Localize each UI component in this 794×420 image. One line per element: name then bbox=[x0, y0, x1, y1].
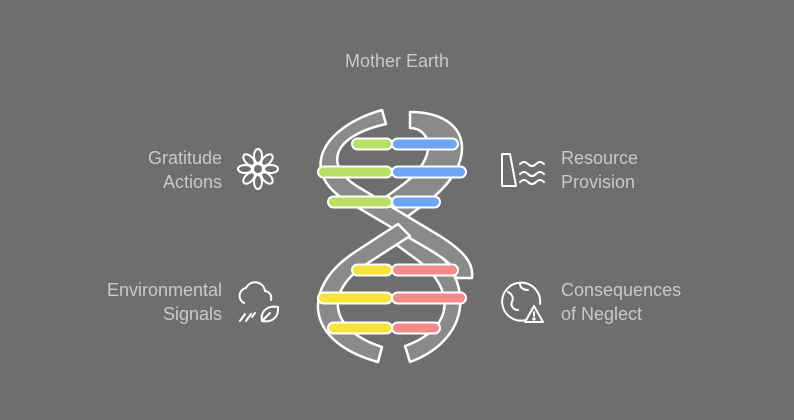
helix-strand-front-upper bbox=[319, 108, 474, 280]
label-line-2: of Neglect bbox=[561, 304, 643, 324]
label-consequences-of-neglect: Consequences of Neglect bbox=[561, 278, 681, 326]
label-line-1: Gratitude bbox=[147, 148, 222, 168]
globe-warning-icon bbox=[498, 278, 546, 326]
label-line-1: Resource bbox=[561, 148, 639, 168]
label-environmental-signals: Environmental Signals bbox=[70, 278, 222, 326]
helix-rung-left-4 bbox=[317, 291, 393, 305]
label-line-1: Environmental bbox=[106, 280, 222, 300]
helix-rungs bbox=[317, 137, 467, 335]
label-line-1: Consequences bbox=[561, 280, 682, 300]
helix-rung-right-1 bbox=[391, 165, 467, 179]
label-gratitude-actions: Gratitude Actions bbox=[110, 146, 222, 194]
label-resource-provision: Resource Provision bbox=[561, 146, 638, 194]
label-line-2: Provision bbox=[561, 172, 636, 192]
helix-rung-left-0 bbox=[351, 137, 393, 151]
label-line-2: Actions bbox=[162, 172, 222, 192]
helix-rung-right-5 bbox=[391, 321, 441, 335]
helix-rung-right-4 bbox=[391, 291, 467, 305]
flower-icon bbox=[234, 145, 282, 193]
helix-rung-right-2 bbox=[391, 195, 441, 209]
diagram-title: Mother Earth bbox=[344, 51, 450, 71]
helix-rung-left-3 bbox=[351, 263, 393, 277]
water-dam-icon bbox=[498, 148, 546, 196]
helix-rung-left-1 bbox=[317, 165, 393, 179]
helix-rung-left-2 bbox=[327, 195, 393, 209]
helix-rung-right-3 bbox=[391, 263, 459, 277]
helix-rung-right-0 bbox=[391, 137, 459, 151]
label-line-2: Signals bbox=[162, 304, 222, 324]
weather-leaf-icon bbox=[234, 277, 282, 325]
helix-rung-left-5 bbox=[327, 321, 393, 335]
